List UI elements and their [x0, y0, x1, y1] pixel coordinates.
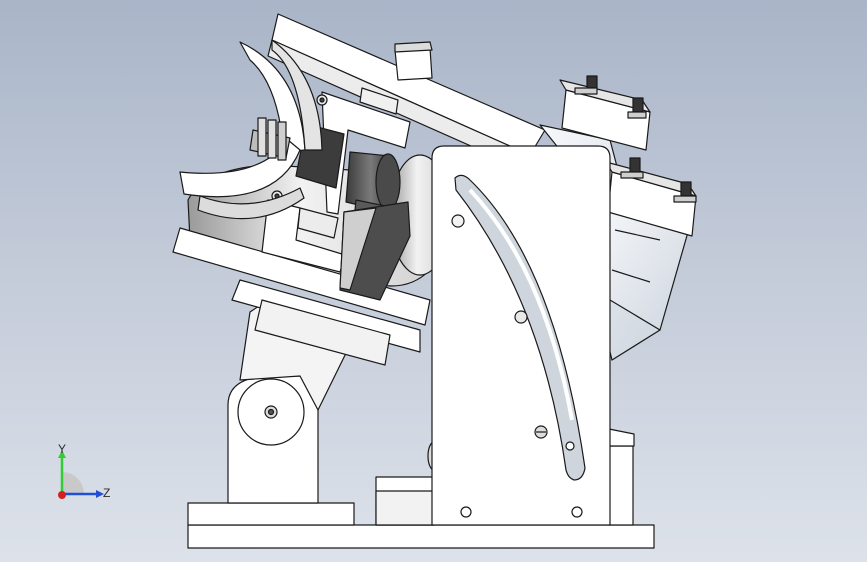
z-axis-label: Z	[103, 486, 111, 500]
triad-plane-sector	[62, 472, 84, 494]
top-plate	[267, 13, 546, 171]
wedge	[339, 201, 411, 301]
x-axis-dot	[58, 491, 66, 499]
y-axis-label: Y	[58, 442, 67, 456]
triad-graphic	[58, 450, 104, 499]
y-axis-arrow	[58, 450, 66, 458]
front-plate	[431, 145, 611, 526]
crescent-jaw-lower	[179, 139, 305, 220]
z-axis-arrow	[96, 490, 104, 498]
tilt-arm	[231, 279, 421, 366]
orientation-triad: Y Z	[40, 436, 120, 516]
cylinder-head-upper	[559, 75, 651, 151]
screw-connector	[249, 117, 291, 161]
cylinder-head-lower	[605, 157, 697, 237]
base-plate	[187, 502, 655, 549]
